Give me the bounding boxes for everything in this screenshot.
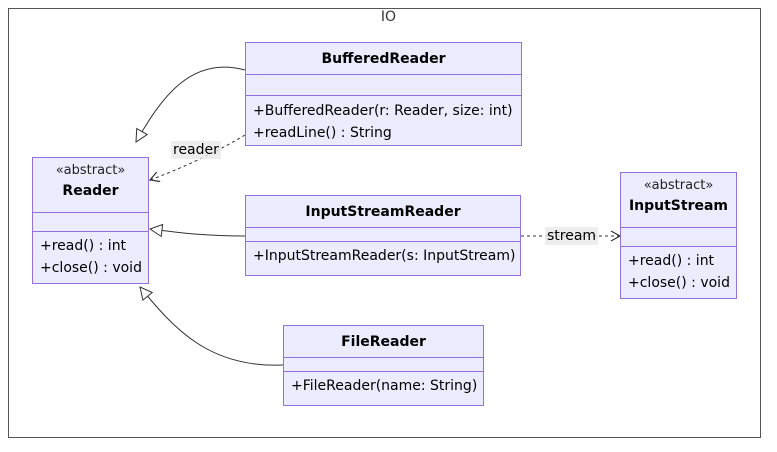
- method: +readLine() : String: [253, 125, 392, 141]
- method: +read() : int: [628, 253, 715, 269]
- attributes-section: [284, 357, 483, 371]
- attributes-section: [33, 212, 148, 231]
- class-name: BufferedReader: [321, 51, 446, 67]
- methods-section: +FileReader(name: String): [284, 371, 483, 397]
- class-bufferedreader: BufferedReader +BufferedReader(r: Reader…: [245, 42, 522, 146]
- package-frame: [8, 8, 761, 438]
- class-name: InputStream: [628, 198, 729, 214]
- class-name: Reader: [62, 183, 119, 199]
- package-title: IO: [380, 9, 397, 25]
- method: +close() : void: [628, 275, 730, 291]
- method: +InputStreamReader(s: InputStream): [253, 248, 516, 264]
- methods-section: +BufferedReader(r: Reader, size: int) +r…: [246, 95, 521, 144]
- stereotype-label: «abstract»: [55, 163, 126, 178]
- stereotype-label: «abstract»: [643, 178, 714, 193]
- inheritance-bufferedreader-reader: [136, 66, 246, 142]
- class-inputstream: «abstract» InputStream +read() : int +cl…: [620, 172, 737, 299]
- attributes-section: [246, 227, 520, 241]
- class-reader: «abstract» Reader +read() : int +close()…: [32, 157, 149, 284]
- inheritance-inputstreamreader-reader: [150, 229, 246, 236]
- method: +FileReader(name: String): [291, 378, 478, 394]
- relation-label-reader: reader: [171, 141, 221, 159]
- method: +BufferedReader(r: Reader, size: int): [253, 103, 513, 119]
- class-name: InputStreamReader: [305, 204, 461, 220]
- class-filereader: FileReader +FileReader(name: String): [283, 325, 484, 406]
- relation-label-stream: stream: [545, 227, 599, 245]
- dependency-bufferedreader-reader: [148, 134, 246, 183]
- inheritance-filereader-reader: [140, 287, 284, 366]
- attributes-section: [621, 227, 736, 246]
- attributes-section: [246, 74, 521, 95]
- method: +close() : void: [40, 260, 142, 276]
- method: +read() : int: [40, 238, 127, 254]
- class-inputstreamreader: InputStreamReader +InputStreamReader(s: …: [245, 195, 521, 276]
- methods-section: +InputStreamReader(s: InputStream): [246, 241, 520, 267]
- methods-section: +read() : int +close() : void: [33, 231, 148, 279]
- methods-section: +read() : int +close() : void: [621, 246, 736, 294]
- class-name: FileReader: [341, 334, 426, 350]
